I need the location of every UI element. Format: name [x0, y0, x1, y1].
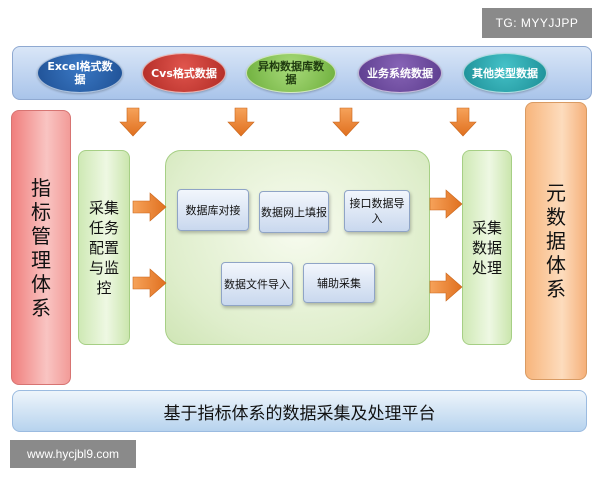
right-arrow	[132, 268, 167, 298]
task-database-connect: 数据库对接	[177, 189, 249, 231]
down-arrow	[227, 107, 255, 137]
right-column-line: 处理	[471, 258, 502, 277]
right-column-line: 数据	[471, 238, 502, 257]
source-cvs: Cvs格式数据	[142, 53, 226, 93]
watermark-bottom: www.hycjbl9.com	[10, 440, 136, 468]
right-panel-char: 系	[546, 277, 566, 301]
right-panel-char: 数	[546, 205, 566, 229]
source-excel: Excel格式数据	[37, 53, 123, 93]
left-panel-char: 管	[31, 223, 51, 248]
left-panel-char: 体	[31, 271, 51, 296]
source-business-system: 业务系统数据	[358, 53, 442, 93]
data-processing-column: 采集 数据 处理	[462, 150, 512, 345]
task-config-column: 采集 任务 配置 与监 控	[78, 150, 130, 345]
right-arrow	[429, 189, 463, 219]
metadata-system-panel: 元 数 据 体 系	[525, 102, 587, 380]
left-column-line: 采集	[88, 198, 119, 217]
indicator-management-panel: 指 标 管 理 体 系	[11, 110, 71, 385]
left-panel-char: 标	[31, 199, 51, 224]
down-arrow	[332, 107, 360, 137]
task-online-fill: 数据网上填报	[259, 191, 329, 233]
left-column-line: 控	[96, 278, 112, 297]
left-panel-char: 理	[31, 247, 51, 272]
down-arrow	[449, 107, 477, 137]
right-panel-char: 据	[546, 229, 566, 253]
task-assisted-collection: 辅助采集	[303, 263, 375, 303]
left-column-line: 与监	[88, 258, 119, 277]
task-file-import: 数据文件导入	[221, 262, 293, 306]
left-panel-char: 系	[31, 295, 51, 320]
task-interface-import: 接口数据导入	[344, 190, 410, 232]
right-arrow	[429, 272, 463, 302]
collection-methods-panel	[165, 150, 430, 345]
right-arrow	[132, 192, 167, 222]
source-heterogeneous-db: 异构数据库数据	[246, 53, 336, 93]
source-other: 其他类型数据	[463, 53, 547, 93]
down-arrow	[119, 107, 147, 137]
left-panel-char: 指	[31, 175, 51, 200]
right-panel-char: 元	[546, 181, 566, 205]
watermark-top: TG: MYYJJPP	[482, 8, 592, 38]
right-column-line: 采集	[471, 218, 502, 237]
platform-title: 基于指标体系的数据采集及处理平台	[12, 390, 587, 432]
right-panel-char: 体	[546, 253, 566, 277]
left-column-line: 任务	[88, 218, 119, 237]
left-column-line: 配置	[88, 238, 119, 257]
